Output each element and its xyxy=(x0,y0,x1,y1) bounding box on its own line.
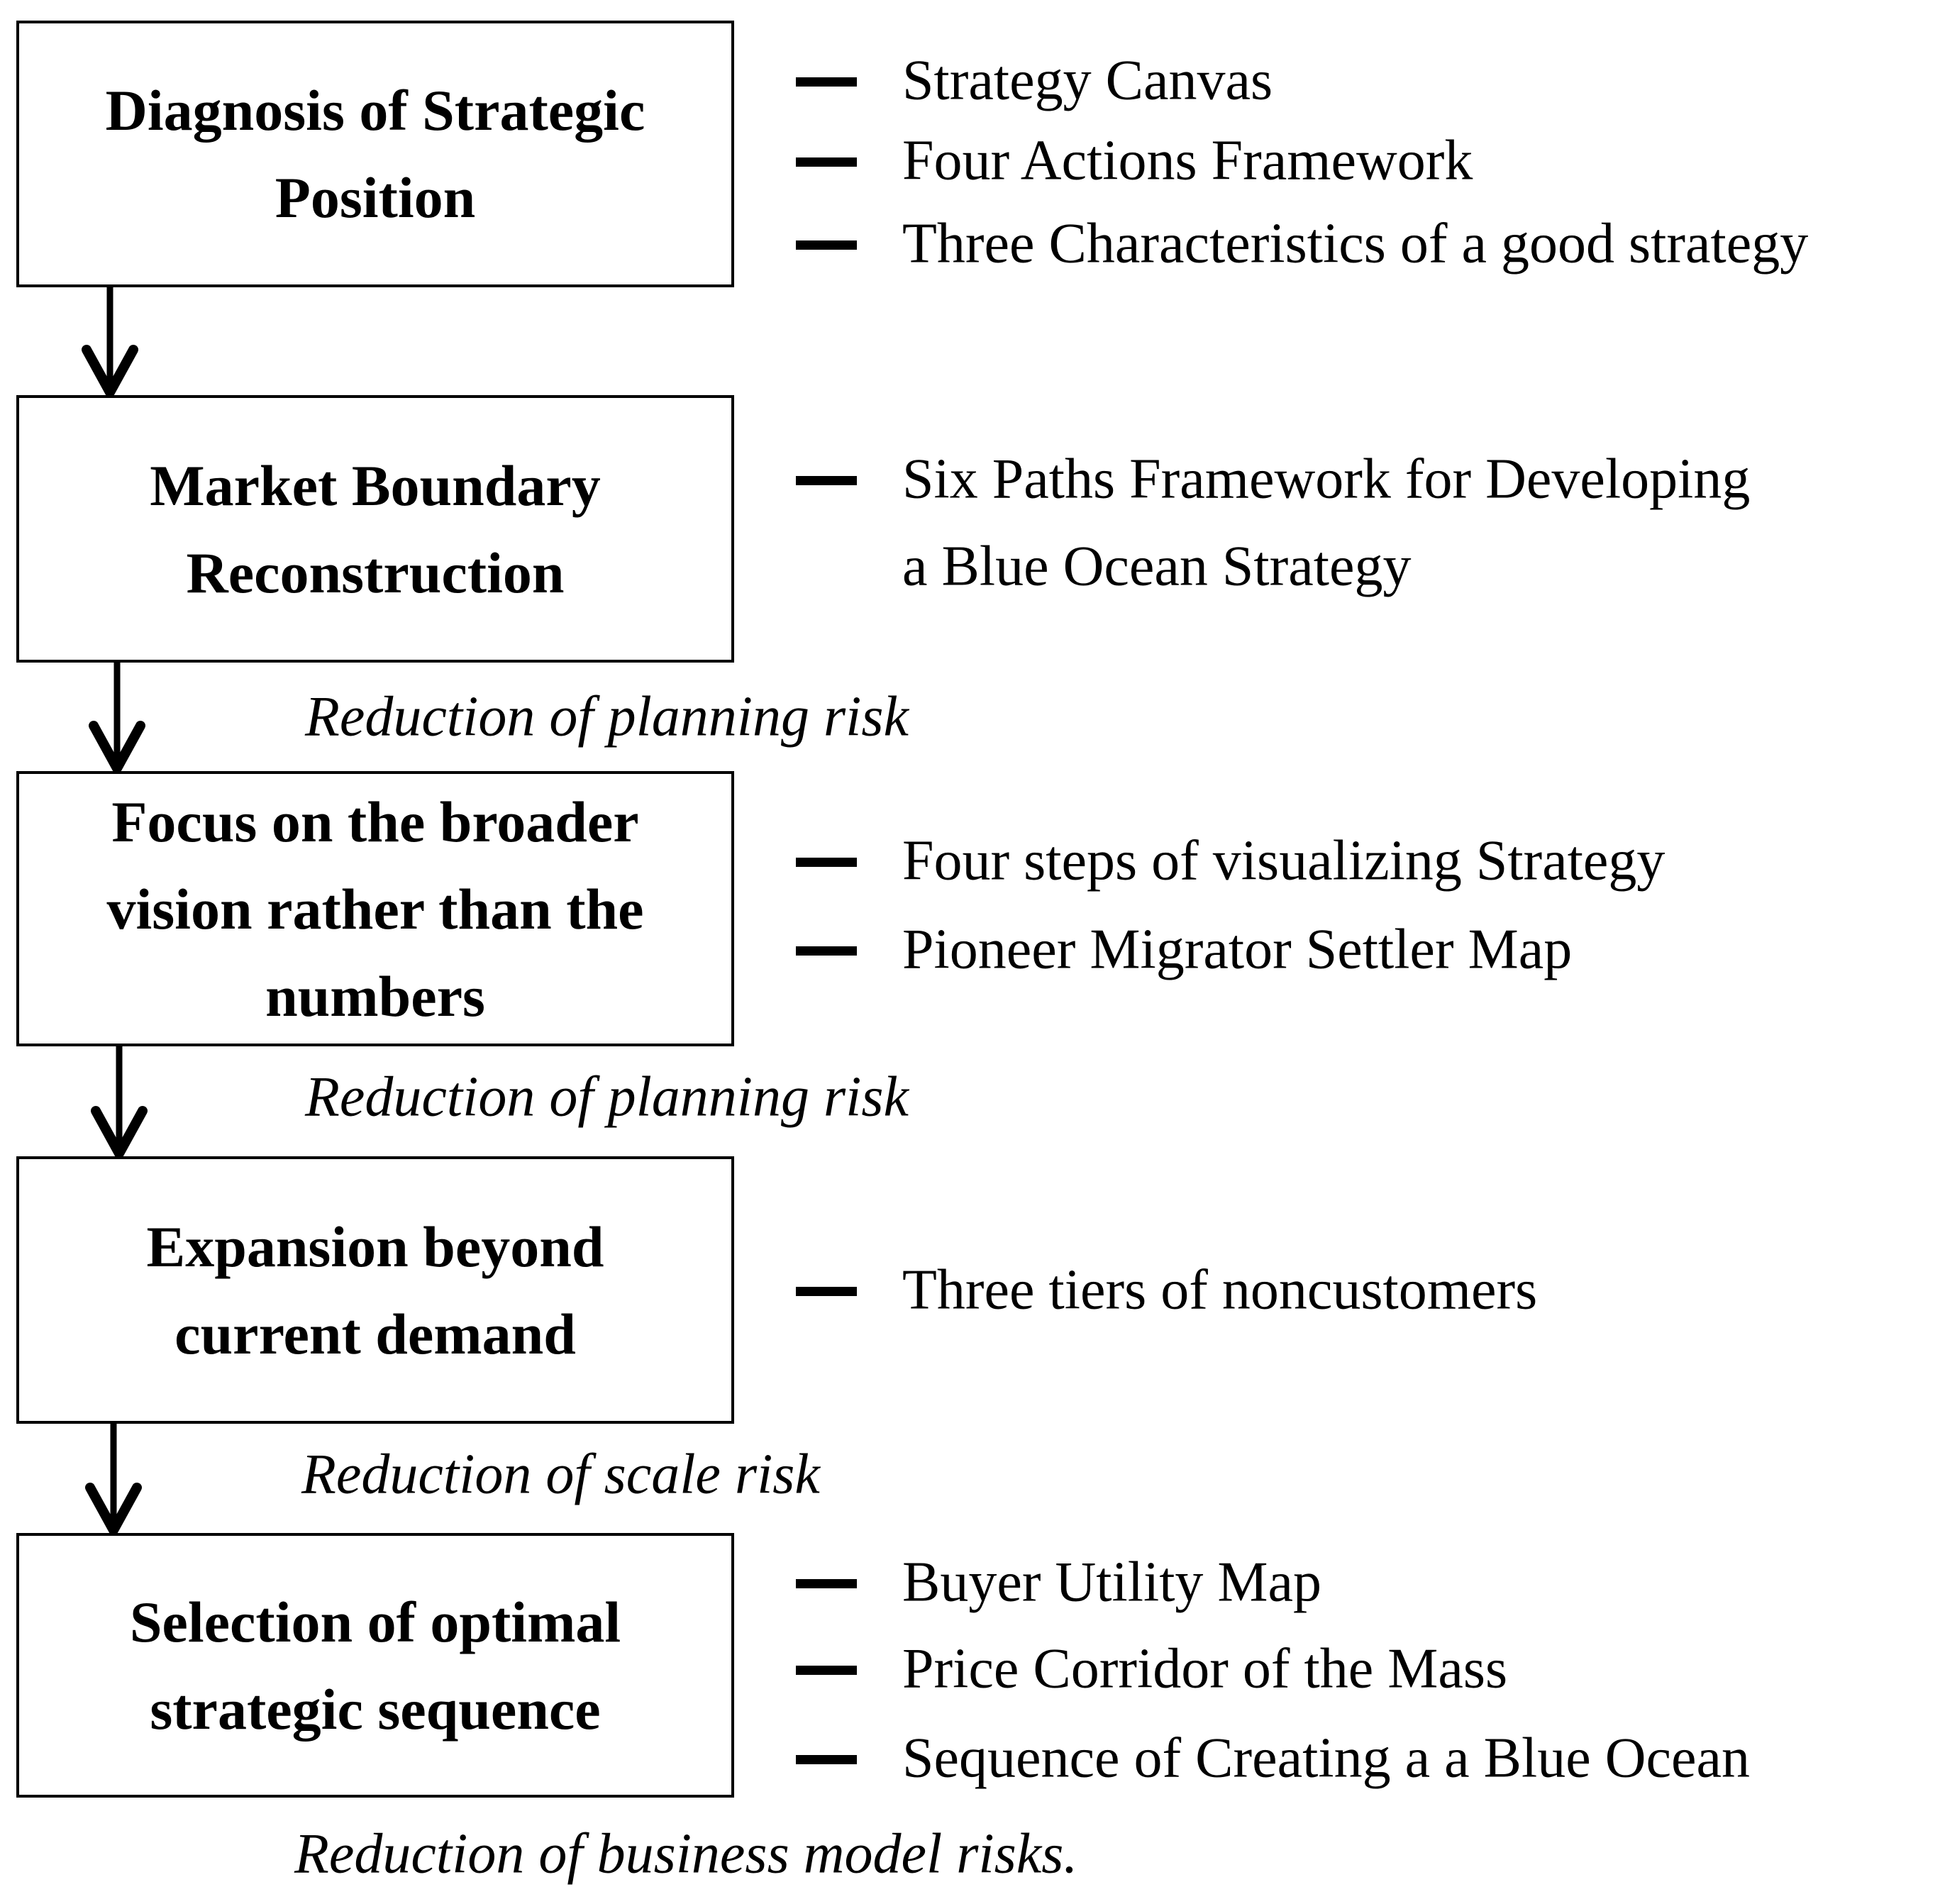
bullet-item: Four steps of visualizing Strategy xyxy=(902,829,1665,892)
arrow-label: Reduction of scale risk xyxy=(301,1443,820,1506)
flow-box-line: Diagnosis of Strategic xyxy=(105,78,645,143)
bullet-dash-icon xyxy=(796,1579,857,1588)
arrow-label: Reduction of planning risk xyxy=(305,1066,909,1129)
down-arrow-icon xyxy=(89,663,145,773)
down-arrow-icon xyxy=(91,1046,148,1158)
bullet-dash-icon xyxy=(796,240,857,250)
flow-box-3: Focus on the broader vision rather than t… xyxy=(16,771,734,1046)
flow-box-line: current demand xyxy=(174,1301,576,1366)
down-arrow-icon xyxy=(82,287,138,397)
bullet-dash-icon xyxy=(796,1287,857,1296)
bullet-dash-icon xyxy=(796,157,857,167)
bullet-item: Three tiers of noncustomers xyxy=(902,1258,1538,1322)
flow-box-line: vision rather than the xyxy=(106,876,644,941)
bullet-dash-icon xyxy=(796,476,857,485)
bullet-item: Strategy Canvas xyxy=(902,49,1273,112)
arrow-label: Reduction of business model risks. xyxy=(294,1822,1078,1886)
flow-box-line: Reconstruction xyxy=(186,540,565,605)
bullet-item: Four Actions Framework xyxy=(902,129,1473,192)
bullet-dash-icon xyxy=(796,1666,857,1675)
bullet-item: Sequence of Creating a a Blue Ocean xyxy=(902,1727,1751,1790)
flow-box-line: Expansion beyond xyxy=(146,1214,604,1279)
bullet-dash-icon xyxy=(796,77,857,87)
flow-box-5: Selection of optimal strategic sequence xyxy=(16,1533,734,1798)
down-arrow-icon xyxy=(85,1424,142,1535)
bullet-dash-icon xyxy=(796,946,857,956)
flow-box-line: numbers xyxy=(265,963,485,1029)
bullet-item: Pioneer Migrator Settler Map xyxy=(902,918,1573,981)
bullet-item: Three Characteristics of a good strategy xyxy=(902,212,1809,275)
flow-box-line: Market Boundary xyxy=(150,453,601,518)
flow-box-line: strategic sequence xyxy=(150,1676,601,1742)
bullet-dash-icon xyxy=(796,1755,857,1764)
bullet-item: Six Paths Framework for Developing xyxy=(902,448,1751,511)
flow-box-line: Focus on the broader xyxy=(111,789,639,854)
flow-box-4: Expansion beyond current demand xyxy=(16,1156,734,1424)
bullet-item: a Blue Ocean Strategy xyxy=(902,535,1412,598)
bullet-item: Buyer Utility Map xyxy=(902,1551,1322,1614)
arrow-label: Reduction of planning risk xyxy=(305,685,909,748)
flow-box-line: Selection of optimal xyxy=(129,1589,621,1654)
flow-box-line: Position xyxy=(275,165,476,230)
bullet-item: Price Corridor of the Mass xyxy=(902,1637,1508,1700)
bullet-dash-icon xyxy=(796,858,857,867)
